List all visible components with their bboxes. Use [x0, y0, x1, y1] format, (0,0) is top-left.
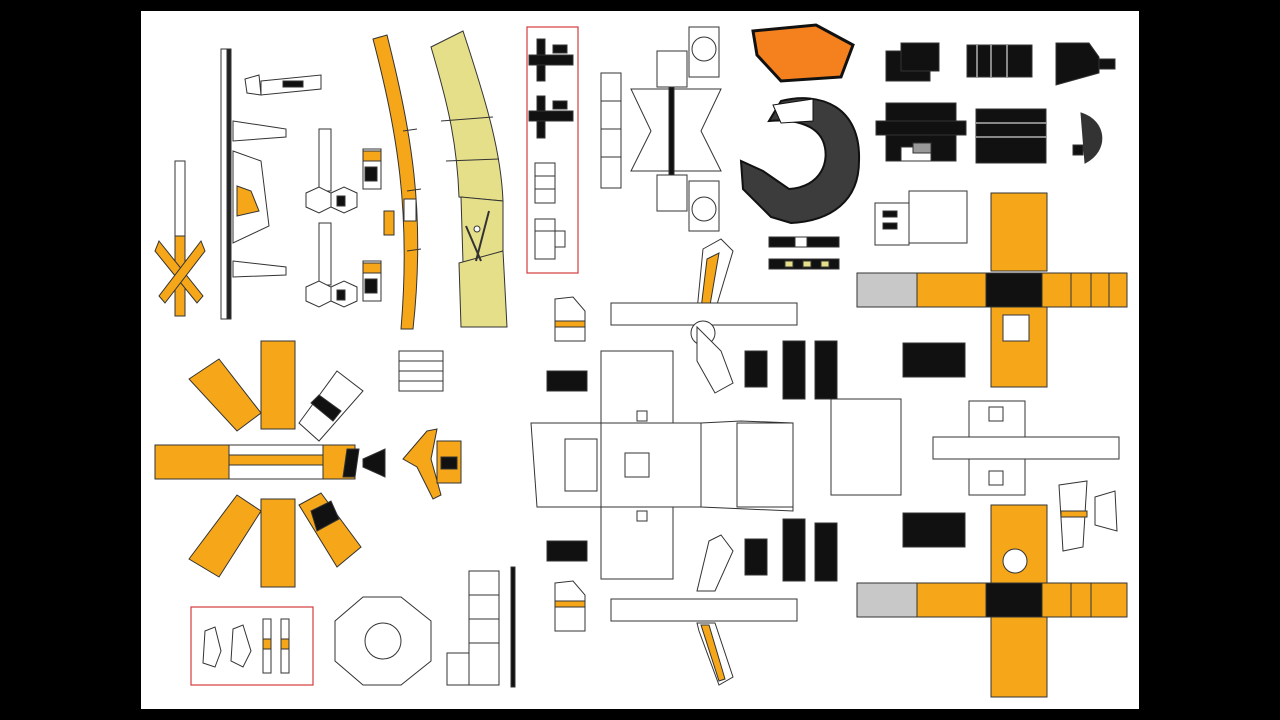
small-shaft-part — [154, 160, 206, 317]
small-tab — [383, 210, 395, 236]
white-cross-part — [830, 398, 1120, 496]
hex-chain-lower — [305, 222, 358, 308]
funnel-part — [244, 74, 322, 96]
khaki-wing-panel — [430, 30, 508, 328]
red-outline-frame-lower — [190, 606, 314, 686]
curved-blade — [372, 34, 422, 330]
dark-claw-piece — [739, 97, 861, 225]
stair-net — [446, 566, 516, 688]
hex-chain-upper — [305, 128, 358, 214]
red-outline-frame — [526, 26, 579, 274]
main-body-net — [530, 350, 794, 580]
orange-cross-part-upper — [856, 192, 1128, 388]
block-parts-center — [546, 340, 838, 582]
papercraft-template-sheet — [141, 11, 1139, 709]
octagon-base — [334, 596, 432, 686]
small-box-lower — [362, 260, 382, 302]
orange-cap-piece — [751, 23, 855, 83]
accordion-part — [398, 350, 444, 392]
center-frame-part — [600, 26, 722, 232]
small-box-upper — [362, 148, 382, 190]
orange-cross-part-lower — [856, 504, 1128, 698]
arm-net-lower — [610, 534, 798, 686]
papercraft-parts-drawing — [154, 23, 1128, 698]
arm-net-upper — [610, 238, 798, 394]
box-net-small — [874, 190, 968, 246]
arrow-parts — [342, 428, 462, 500]
black-parts-top — [875, 42, 1116, 164]
black-block-lower — [902, 512, 966, 548]
small-wing-part — [1058, 480, 1118, 552]
black-column-parts — [528, 38, 574, 260]
small-prism-parts — [554, 296, 586, 632]
shaft-part — [220, 48, 287, 320]
chain-strip — [768, 236, 840, 270]
starburst-net — [154, 340, 364, 588]
black-block-upper — [902, 342, 966, 378]
small-gem-parts — [202, 618, 290, 674]
